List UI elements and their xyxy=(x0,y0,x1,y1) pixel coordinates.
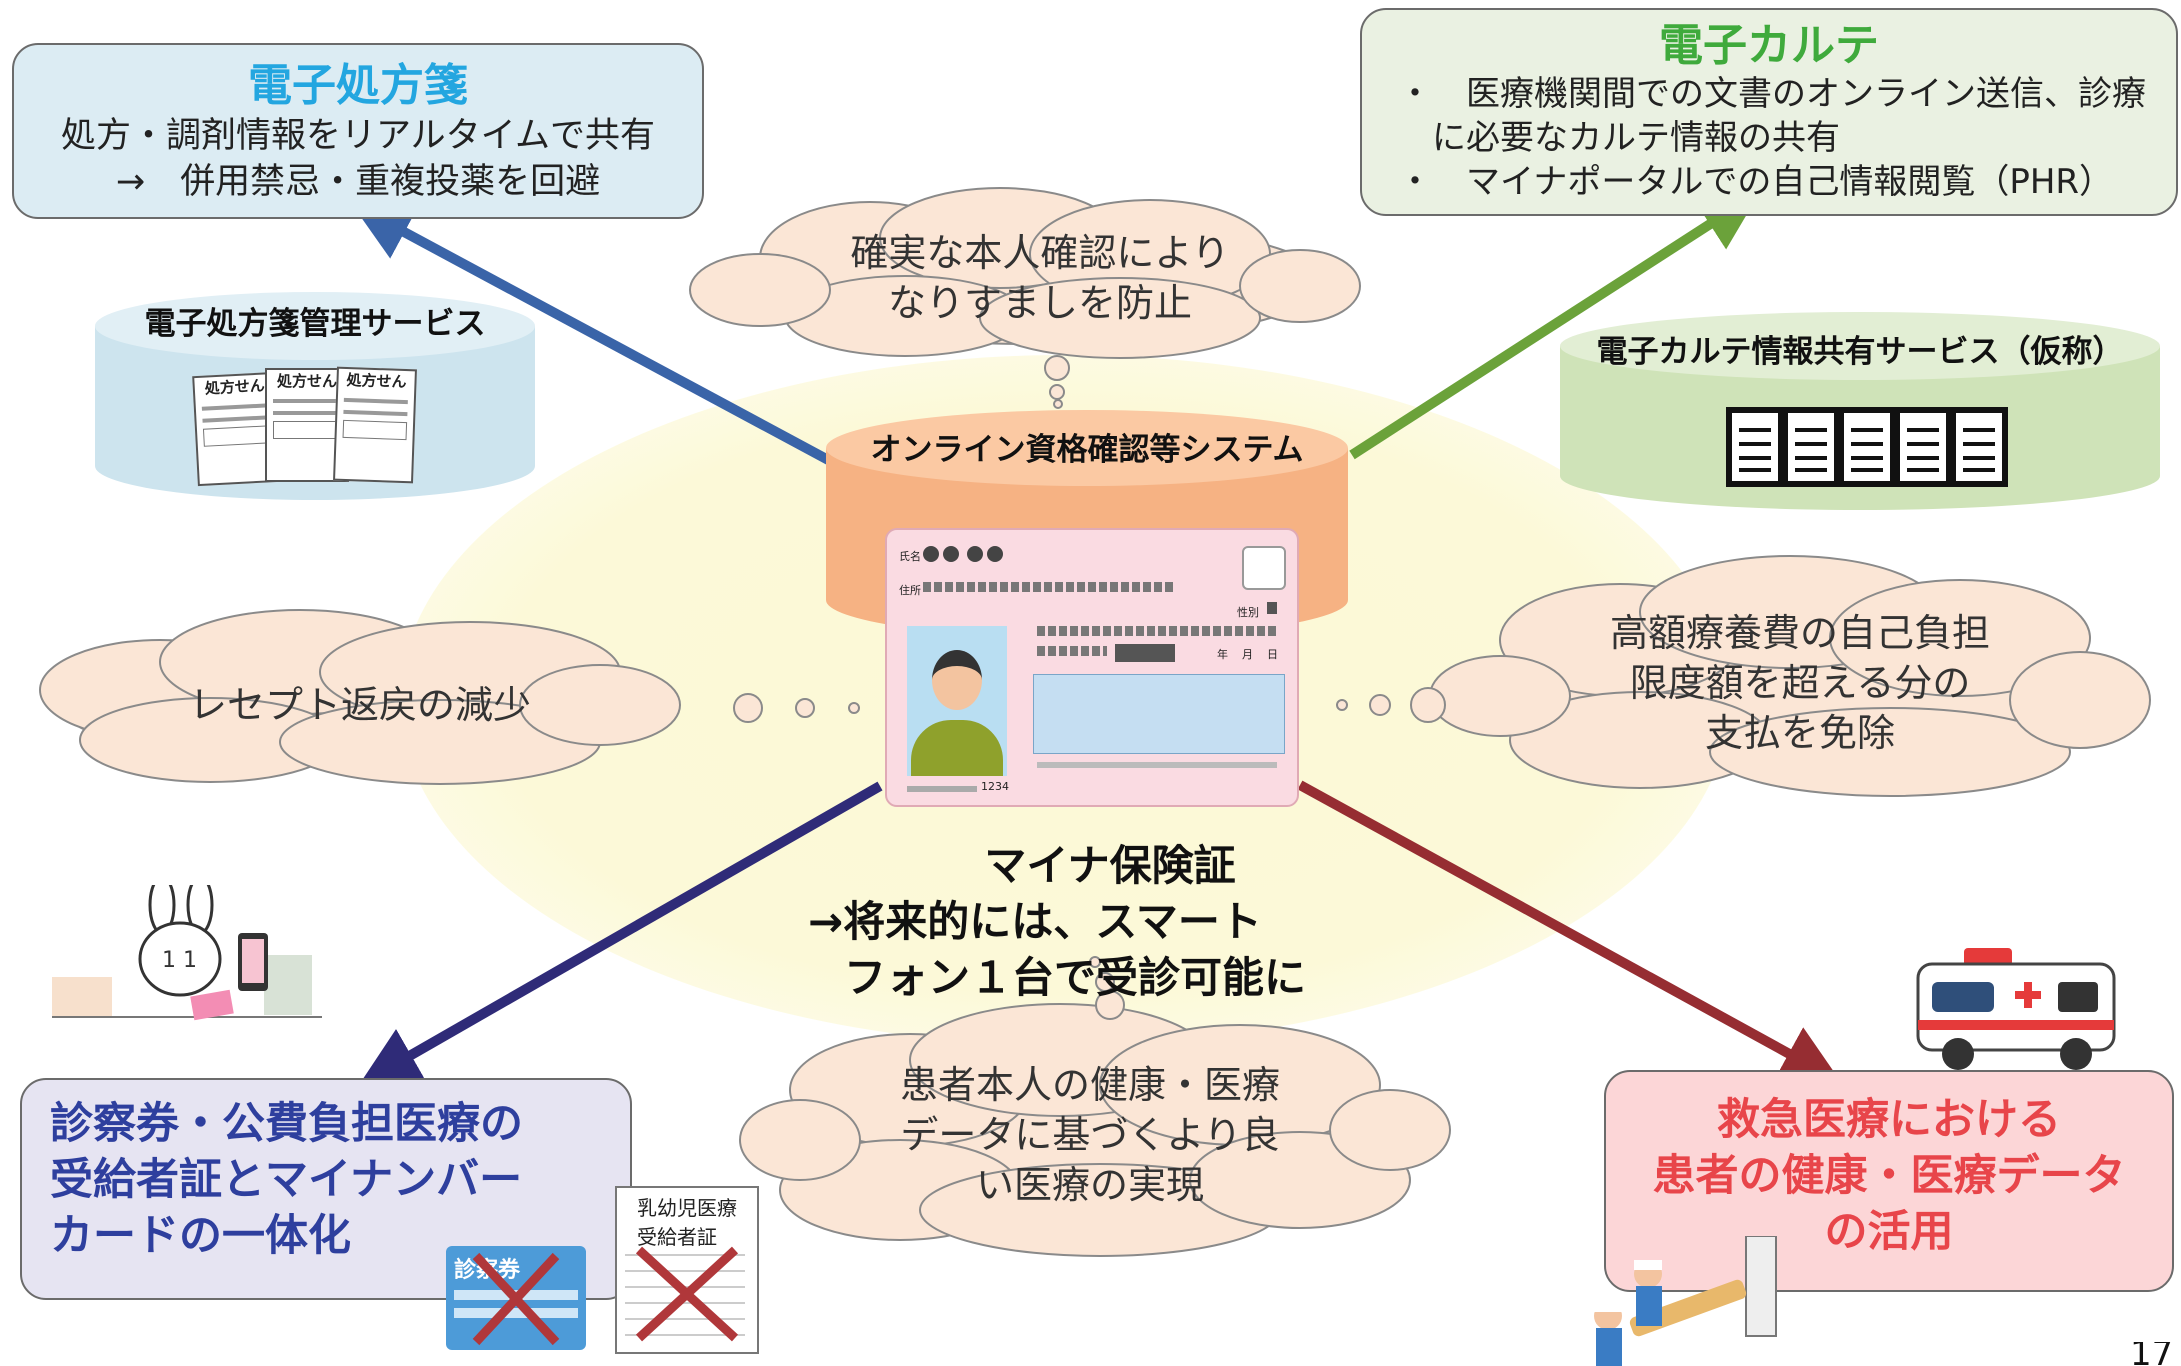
arrow-to-emergency xyxy=(1297,780,1842,1083)
arrow-to-ticket xyxy=(358,781,883,1085)
card-month-label: 月 xyxy=(1242,648,1253,661)
card-sex-label: 性別 xyxy=(1237,606,1259,619)
rx-service-label: 電子処方箋管理サービス xyxy=(144,306,486,342)
cloud-bottom-line2: データに基づくより良 xyxy=(900,1113,1280,1157)
cloud-left xyxy=(39,609,681,785)
card-day-label: 日 xyxy=(1267,648,1278,661)
arrow-to-emr xyxy=(1349,191,1761,460)
cloud-right-text: 高額療養費の自己負担 限度額を超える分の 支払を免除 xyxy=(1540,608,2060,758)
certificate-line2: 受給者証 xyxy=(637,1225,717,1249)
cloud-top-text: 確実な本人確認により なりすましを防止 xyxy=(760,228,1320,328)
cross-icon xyxy=(472,1252,560,1346)
cloud-left-text: レセプト返戻の減少 xyxy=(90,680,630,730)
emr-bullet2: ・ マイナポータルでの自己情報閲覧（PHR） xyxy=(1398,162,2114,202)
cloud-top-line1: 確実な本人確認により xyxy=(850,231,1230,275)
e-prescription-line2: → 併用禁忌・重複投薬を回避 xyxy=(115,162,601,202)
emr-service-cylinder: 電子カルテ情報共有サービス（仮称） xyxy=(1560,310,2160,510)
cloud-bottom-line1: 患者本人の健康・医療 xyxy=(899,1063,1280,1107)
card-address-label: 住所 xyxy=(899,584,921,597)
card-year-label: 年 xyxy=(1217,648,1228,661)
emergency-line2: 患者の健康・医療データ xyxy=(1652,1151,2126,1201)
emr-bullet1a: ・ 医療機関間での文書のオンライン送信、診療 xyxy=(1398,74,2146,114)
e-prescription-line1: 処方・調剤情報をリアルタイムで共有 xyxy=(61,116,655,156)
cloud-top-line2: なりすましを防止 xyxy=(887,281,1192,325)
e-prescription-title: 電子処方箋 xyxy=(248,60,468,111)
cloud-right xyxy=(1429,555,2151,797)
cloud-bottom-line3: い医療の実現 xyxy=(975,1163,1204,1207)
center-line3: フォン１台で受診可能に xyxy=(844,953,1307,1002)
cloud-right-line3: 支払を免除 xyxy=(1704,711,1895,755)
patient-ticket-card: 診察券 xyxy=(446,1246,586,1350)
ticket-line2: 受給者証とマイナンバー xyxy=(50,1155,523,1205)
emr-box: 電子カルテ ・ 医療機関間での文書のオンライン送信、診療 に必要なカルテ情報の共… xyxy=(1360,8,2178,216)
prescription-sheets-icon: 処方せん 処方せん 処方せん xyxy=(192,366,445,487)
cloud-bottom xyxy=(739,1003,1451,1257)
emr-bullet1b: に必要なカルテ情報の共有 xyxy=(1432,118,1840,158)
e-prescription-box: 電子処方箋 処方・調剤情報をリアルタイムで共有 → 併用禁忌・重複投薬を回避 xyxy=(12,43,704,219)
center-line2: →将来的には、スマート xyxy=(808,897,1262,946)
emergency-care-box: 救急医療における 患者の健康・医療データ の活用 xyxy=(1604,1070,2174,1292)
cloud-right-line1: 高額療養費の自己負担 xyxy=(1609,611,1990,655)
svg-text:1 1: 1 1 xyxy=(162,948,197,973)
certificate-line1: 乳幼児医療 xyxy=(637,1196,737,1220)
ticket-line3: カードの一体化 xyxy=(50,1211,351,1261)
mascot-rabbit-icon: 1 1 xyxy=(52,885,322,1021)
card-number: 1234 xyxy=(981,780,1009,793)
center-line1: マイナ保険証 xyxy=(984,841,1236,890)
emr-service-label: 電子カルテ情報共有サービス（仮称） xyxy=(1596,334,2124,370)
ambulance-icon xyxy=(1916,948,2116,1070)
my-number-card-icon: 氏名 住所 性別 年 月 日 1234 xyxy=(885,528,1299,807)
card-name-label: 氏名 xyxy=(899,550,921,563)
infant-medical-certificate: 乳幼児医療 受給者証 xyxy=(615,1186,759,1354)
sheet-label: 処方せん xyxy=(276,372,337,390)
cloud-left-line: レセプト返戻の減少 xyxy=(188,683,531,727)
document-stack-icon xyxy=(1726,407,2008,487)
system-label: オンライン資格確認等システム xyxy=(870,432,1304,468)
cloud-bottom-text: 患者本人の健康・医療 データに基づくより良 い医療の実現 xyxy=(830,1060,1350,1210)
emr-title: 電子カルテ xyxy=(1659,20,1879,71)
emergency-line1: 救急医療における xyxy=(1717,1095,2061,1145)
cloud-right-line2: 限度額を超える分の xyxy=(1629,661,1971,705)
arrow-to-rx xyxy=(351,203,835,467)
page-number: 17 xyxy=(2130,1342,2174,1366)
myna-insurance-text: マイナ保険証 →将来的には、スマート フォン１台で受診可能に xyxy=(800,838,1400,1006)
cloud-top xyxy=(689,187,1361,359)
ticket-line1: 診察券・公費負担医療の xyxy=(50,1099,523,1149)
emergency-line3: の活用 xyxy=(1824,1207,1954,1257)
paramedics-icon xyxy=(1594,1236,1777,1366)
cross-icon xyxy=(635,1246,739,1342)
rx-service-cylinder: 電子処方箋管理サービス 処方せん 処方せん 処方せん xyxy=(95,290,535,500)
